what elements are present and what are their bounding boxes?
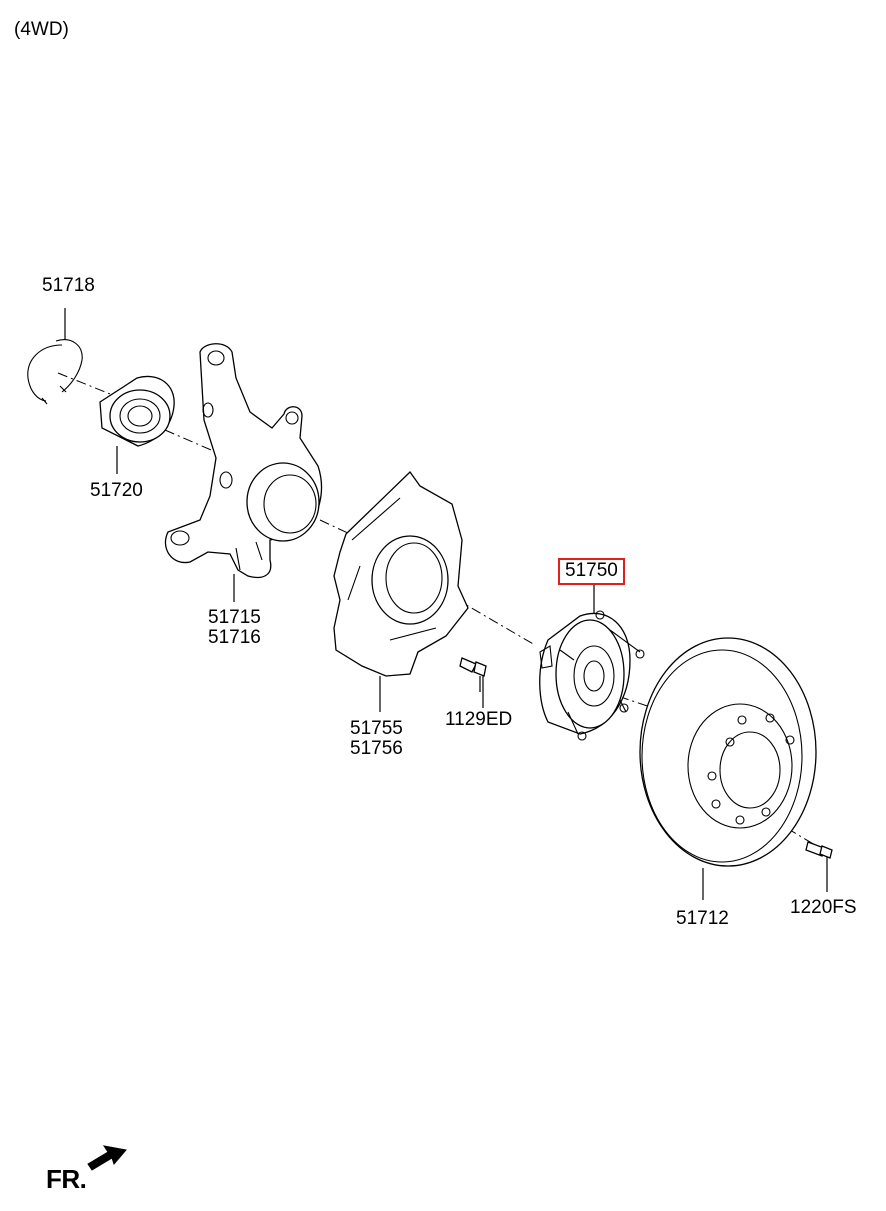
part-number-wheel-bearing[interactable]: 51720	[90, 480, 143, 501]
dust-cover-bolt-part[interactable]	[459, 657, 487, 692]
steering-knuckle-part[interactable]	[164, 343, 322, 579]
assembly-axis-line	[57, 372, 816, 846]
variant-label: (4WD)	[14, 19, 69, 40]
part-number-dust-cover-left[interactable]: 51755	[350, 718, 403, 739]
part-number-snap-ring[interactable]: 51718	[42, 275, 95, 296]
part-number-disc-screw[interactable]: 1220FS	[790, 897, 857, 918]
disc-screw-part[interactable]	[805, 841, 833, 859]
part-number-dust-cover-bolt[interactable]: 1129ED	[445, 709, 513, 730]
front-marker-label: FR.	[46, 1164, 87, 1194]
leader-lines	[64, 308, 828, 900]
front-direction-arrow-icon	[87, 1145, 127, 1171]
part-number-knuckle-left[interactable]: 51715	[208, 607, 261, 628]
part-number-hub-assembly-highlighted[interactable]: 51750	[558, 558, 625, 585]
dust-cover-part[interactable]	[333, 471, 469, 677]
part-number-knuckle-right[interactable]: 51716	[208, 627, 261, 648]
snap-ring-part[interactable]	[27, 339, 83, 405]
part-number-brake-disc[interactable]: 51712	[676, 908, 729, 929]
hub-assembly-part[interactable]	[539, 610, 645, 741]
wheel-bearing-part[interactable]	[99, 375, 175, 447]
part-number-dust-cover-right[interactable]: 51756	[350, 738, 403, 759]
brake-disc-part[interactable]	[639, 637, 817, 867]
